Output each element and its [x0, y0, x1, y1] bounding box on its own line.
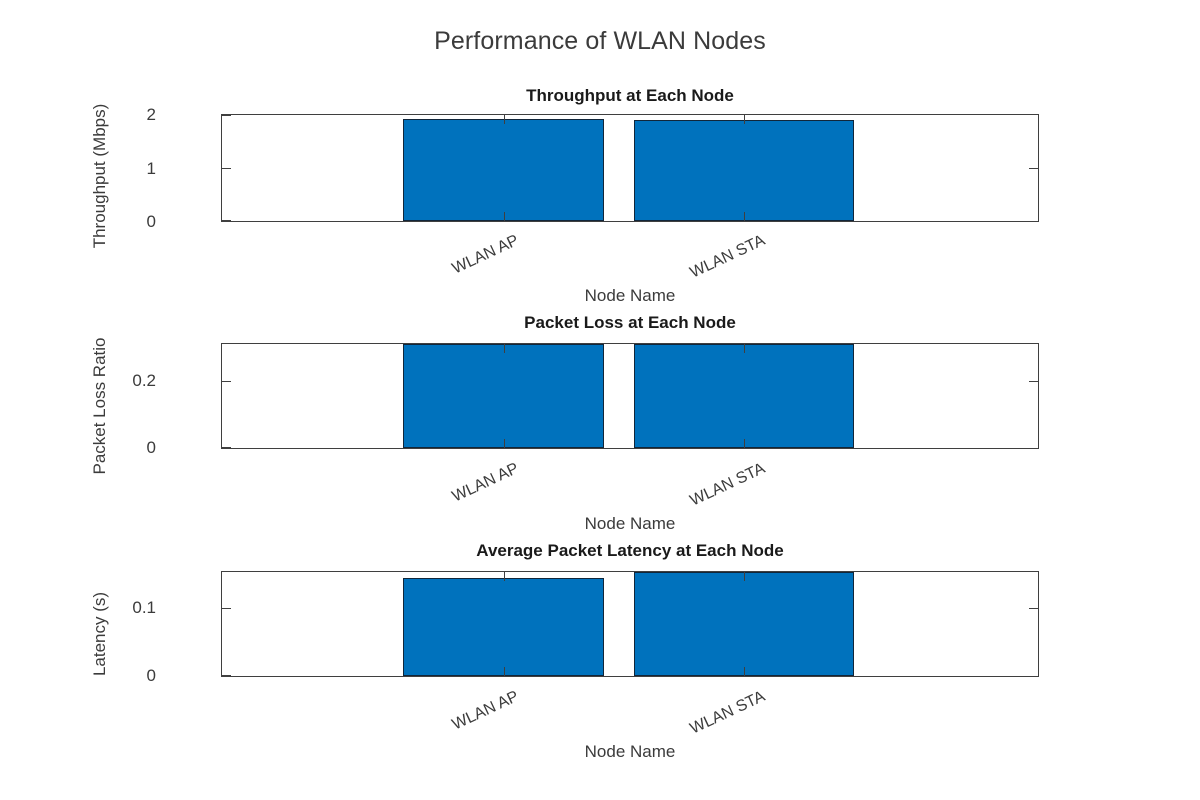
x-tick-label: WLAN STA — [687, 460, 768, 510]
y-tick-mark — [222, 608, 231, 610]
y-tick-label: 0 — [146, 438, 156, 457]
y-tick-label: 0.2 — [132, 371, 156, 390]
subplot-title: Throughput at Each Node — [526, 86, 734, 105]
y-tick-mark — [222, 220, 231, 221]
y-tick-mark — [222, 675, 231, 676]
x-tick-label: WLAN STA — [687, 688, 768, 738]
y-tick-label: 0.1 — [132, 598, 156, 617]
x-tick-mark — [503, 212, 505, 221]
bar-wlan-ap — [403, 578, 604, 676]
y-tick-mark — [1029, 608, 1038, 610]
x-tick-mark — [503, 115, 505, 124]
y-axis-label: Throughput (Mbps) — [90, 103, 109, 249]
y-tick-mark — [1029, 381, 1038, 383]
x-tick-mark — [503, 667, 505, 676]
bars-layer — [222, 344, 1038, 448]
x-tick-mark — [744, 572, 746, 581]
bar-wlan-ap — [403, 118, 604, 221]
bar-wlan-sta — [634, 344, 855, 448]
y-tick-mark — [222, 168, 231, 169]
plot-area — [221, 114, 1039, 222]
x-axis-label: Node Name — [584, 742, 676, 761]
bar-wlan-sta — [634, 572, 855, 676]
x-tick-label: WLAN STA — [687, 232, 768, 282]
x-tick-mark — [744, 212, 746, 221]
y-tick-mark — [222, 447, 231, 448]
bars-layer — [222, 115, 1038, 221]
x-tick-label: WLAN AP — [449, 460, 522, 506]
x-tick-mark — [744, 439, 746, 448]
x-tick-mark — [744, 344, 746, 353]
plot-area — [221, 571, 1039, 677]
y-axis-label: Packet Loss Ratio — [90, 337, 109, 475]
x-tick-label: WLAN AP — [449, 232, 522, 278]
x-tick-mark — [503, 439, 505, 448]
y-tick-mark — [222, 115, 231, 116]
x-tick-mark — [503, 572, 505, 581]
y-tick-mark — [1029, 168, 1038, 169]
y-tick-label: 1 — [146, 159, 156, 178]
plot-area — [221, 343, 1039, 449]
y-tick-mark — [222, 381, 231, 383]
bars-layer — [222, 572, 1038, 676]
x-tick-mark — [744, 667, 746, 676]
x-axis-label: Node Name — [584, 514, 676, 533]
figure-title: Performance of WLAN Nodes — [434, 27, 766, 55]
y-axis-label: Latency (s) — [90, 591, 109, 677]
y-tick-label: 2 — [146, 105, 156, 124]
x-axis-label: Node Name — [584, 286, 676, 305]
y-tick-label: 0 — [146, 666, 156, 685]
subplot-title: Packet Loss at Each Node — [524, 313, 736, 332]
bar-wlan-ap — [403, 344, 604, 448]
x-tick-label: WLAN AP — [449, 688, 522, 734]
subplot-title: Average Packet Latency at Each Node — [476, 541, 784, 560]
x-tick-mark — [503, 344, 505, 353]
bar-wlan-sta — [634, 120, 855, 221]
y-tick-label: 0 — [146, 212, 156, 231]
x-tick-mark — [744, 115, 746, 124]
